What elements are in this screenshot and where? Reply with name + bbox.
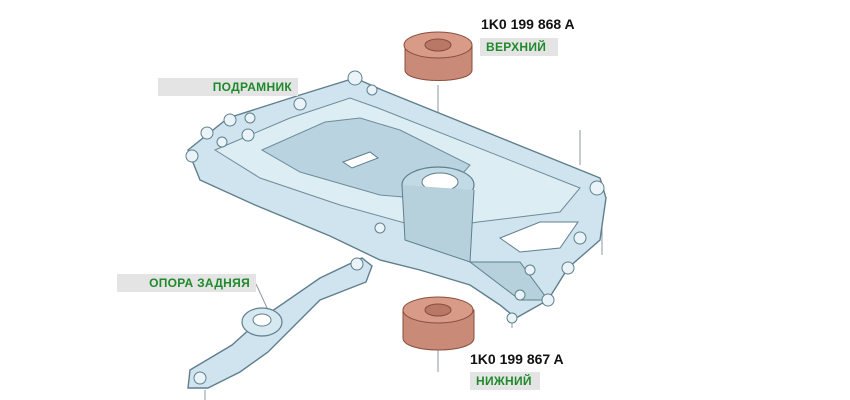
lower-bushing xyxy=(402,296,475,351)
label-subframe: ПОДРАМНИК xyxy=(158,78,298,96)
label-upper: ВЕРХНИЙ xyxy=(480,38,558,56)
part-number-upper: 1K0 199 868 A xyxy=(481,16,575,32)
subframe xyxy=(187,77,607,319)
label-rear-mount: ОПОРА ЗАДНЯЯ xyxy=(117,274,256,292)
rear-mount xyxy=(187,257,373,389)
upper-bushing xyxy=(403,31,473,81)
part-number-lower: 1K0 199 867 A xyxy=(470,351,564,367)
label-lower: НИЖНИЙ xyxy=(470,372,540,390)
leader-rear-mount xyxy=(255,283,269,311)
